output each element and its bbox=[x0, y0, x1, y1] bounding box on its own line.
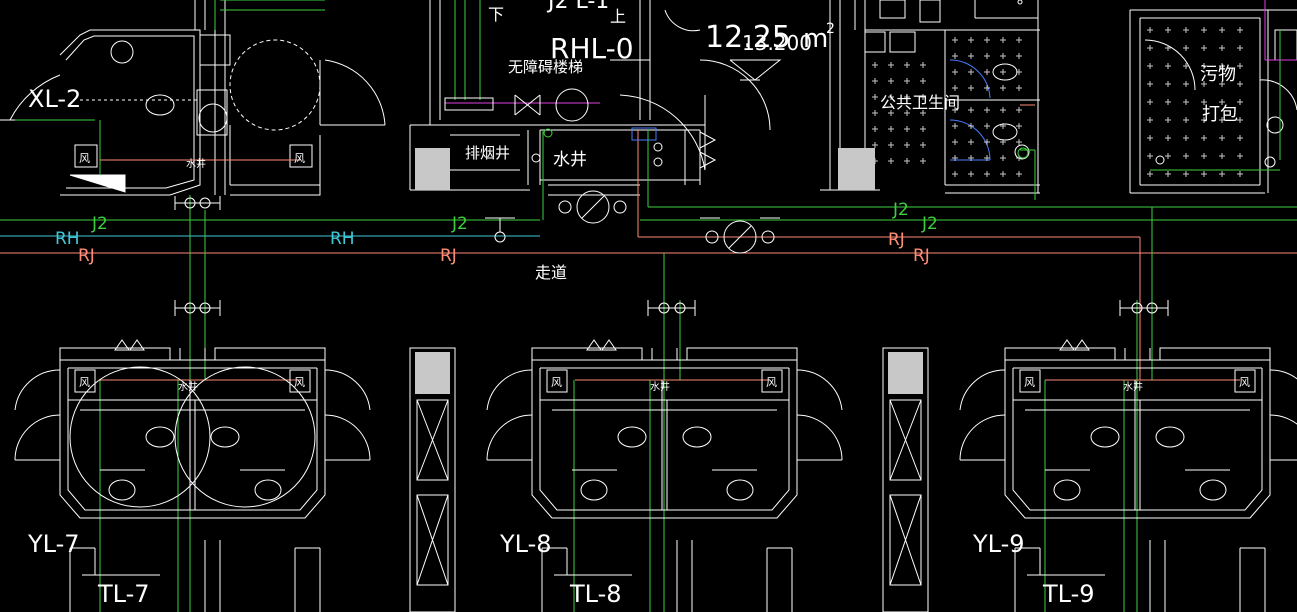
label-yl7: YL-7 bbox=[27, 530, 80, 558]
label-smoke-shaft: 排烟井 bbox=[465, 144, 510, 162]
label-pack: 打包 bbox=[1202, 104, 1238, 125]
top-structure-walls bbox=[0, 0, 1297, 196]
bottom-stair-shafts bbox=[409, 347, 929, 612]
label-pipe-j2-1: J2 bbox=[91, 214, 108, 234]
label-xl2: XL-2 bbox=[28, 85, 81, 113]
label-corridor: 走道 bbox=[535, 263, 567, 282]
text-labels: XL-2 J2 L-1 RHL-0 无障碍楼梯 下 上 12.25 m 2 13… bbox=[27, 0, 1238, 608]
label-pipe-rj-3: RJ bbox=[888, 230, 905, 250]
label-xia: 下 bbox=[488, 5, 504, 24]
label-shuijing-top: 水井 bbox=[186, 157, 206, 170]
label-pipe-j2-4: J2 bbox=[921, 214, 938, 234]
toilet-unit: 风 风 水井 bbox=[959, 339, 1297, 612]
label-shuijing: 水井 bbox=[650, 380, 670, 393]
label-feng: 风 bbox=[1239, 376, 1250, 389]
label-pipe-rh-1: RH bbox=[55, 229, 80, 249]
label-shang: 上 bbox=[610, 7, 626, 26]
label-water-shaft: 水井 bbox=[553, 150, 587, 170]
label-pipe-rj-2: RJ bbox=[440, 246, 457, 266]
label-feng: 风 bbox=[79, 376, 90, 389]
label-rhl0: RHL-0 bbox=[550, 32, 634, 65]
label-elevation: 13.200 bbox=[742, 31, 812, 55]
label-feng: 风 bbox=[294, 376, 305, 389]
label-pipe-rh-2: RH bbox=[330, 229, 355, 249]
label-feng: 风 bbox=[766, 376, 777, 389]
label-tl8: TL-8 bbox=[569, 580, 622, 608]
toilet-unit: 风 风 水井 bbox=[486, 339, 843, 612]
label-area-value: 12.25 bbox=[705, 20, 791, 55]
label-pipe-rj-1: RJ bbox=[78, 246, 95, 266]
label-jz-top: J2 L-1 bbox=[546, 0, 609, 14]
label-dirty: 污物 bbox=[1200, 64, 1236, 85]
label-feng-top-1: 风 bbox=[79, 152, 90, 165]
label-public-toilet: 公共卫生间 bbox=[880, 93, 960, 112]
label-pipe-j2-3: J2 bbox=[892, 200, 909, 220]
toilet-unit: 风 风 水井 bbox=[14, 339, 371, 612]
label-yl8: YL-8 bbox=[499, 530, 552, 558]
label-pipe-j2-2: J2 bbox=[451, 214, 468, 234]
label-pipe-rj-4: RJ bbox=[913, 246, 930, 266]
floor-tile-crosses bbox=[872, 27, 1243, 177]
bottom-units: 风 风 水井 风 风 水井 风 风 水井 bbox=[14, 339, 1297, 612]
label-feng-top-2: 风 bbox=[294, 152, 305, 165]
label-tl9: TL-9 bbox=[1042, 580, 1095, 608]
label-area-unit: m bbox=[803, 24, 828, 54]
label-shuijing: 水井 bbox=[178, 380, 198, 393]
label-area-sup: 2 bbox=[826, 21, 835, 37]
label-shuijing: 水井 bbox=[1123, 380, 1143, 393]
grey-shaft-blocks bbox=[415, 148, 923, 394]
label-stair: 无障碍楼梯 bbox=[508, 58, 583, 76]
label-feng: 风 bbox=[551, 376, 562, 389]
label-tl7: TL-7 bbox=[97, 580, 150, 608]
label-feng: 风 bbox=[1024, 376, 1035, 389]
valve-symbols bbox=[174, 88, 1276, 316]
label-yl9: YL-9 bbox=[972, 530, 1025, 558]
